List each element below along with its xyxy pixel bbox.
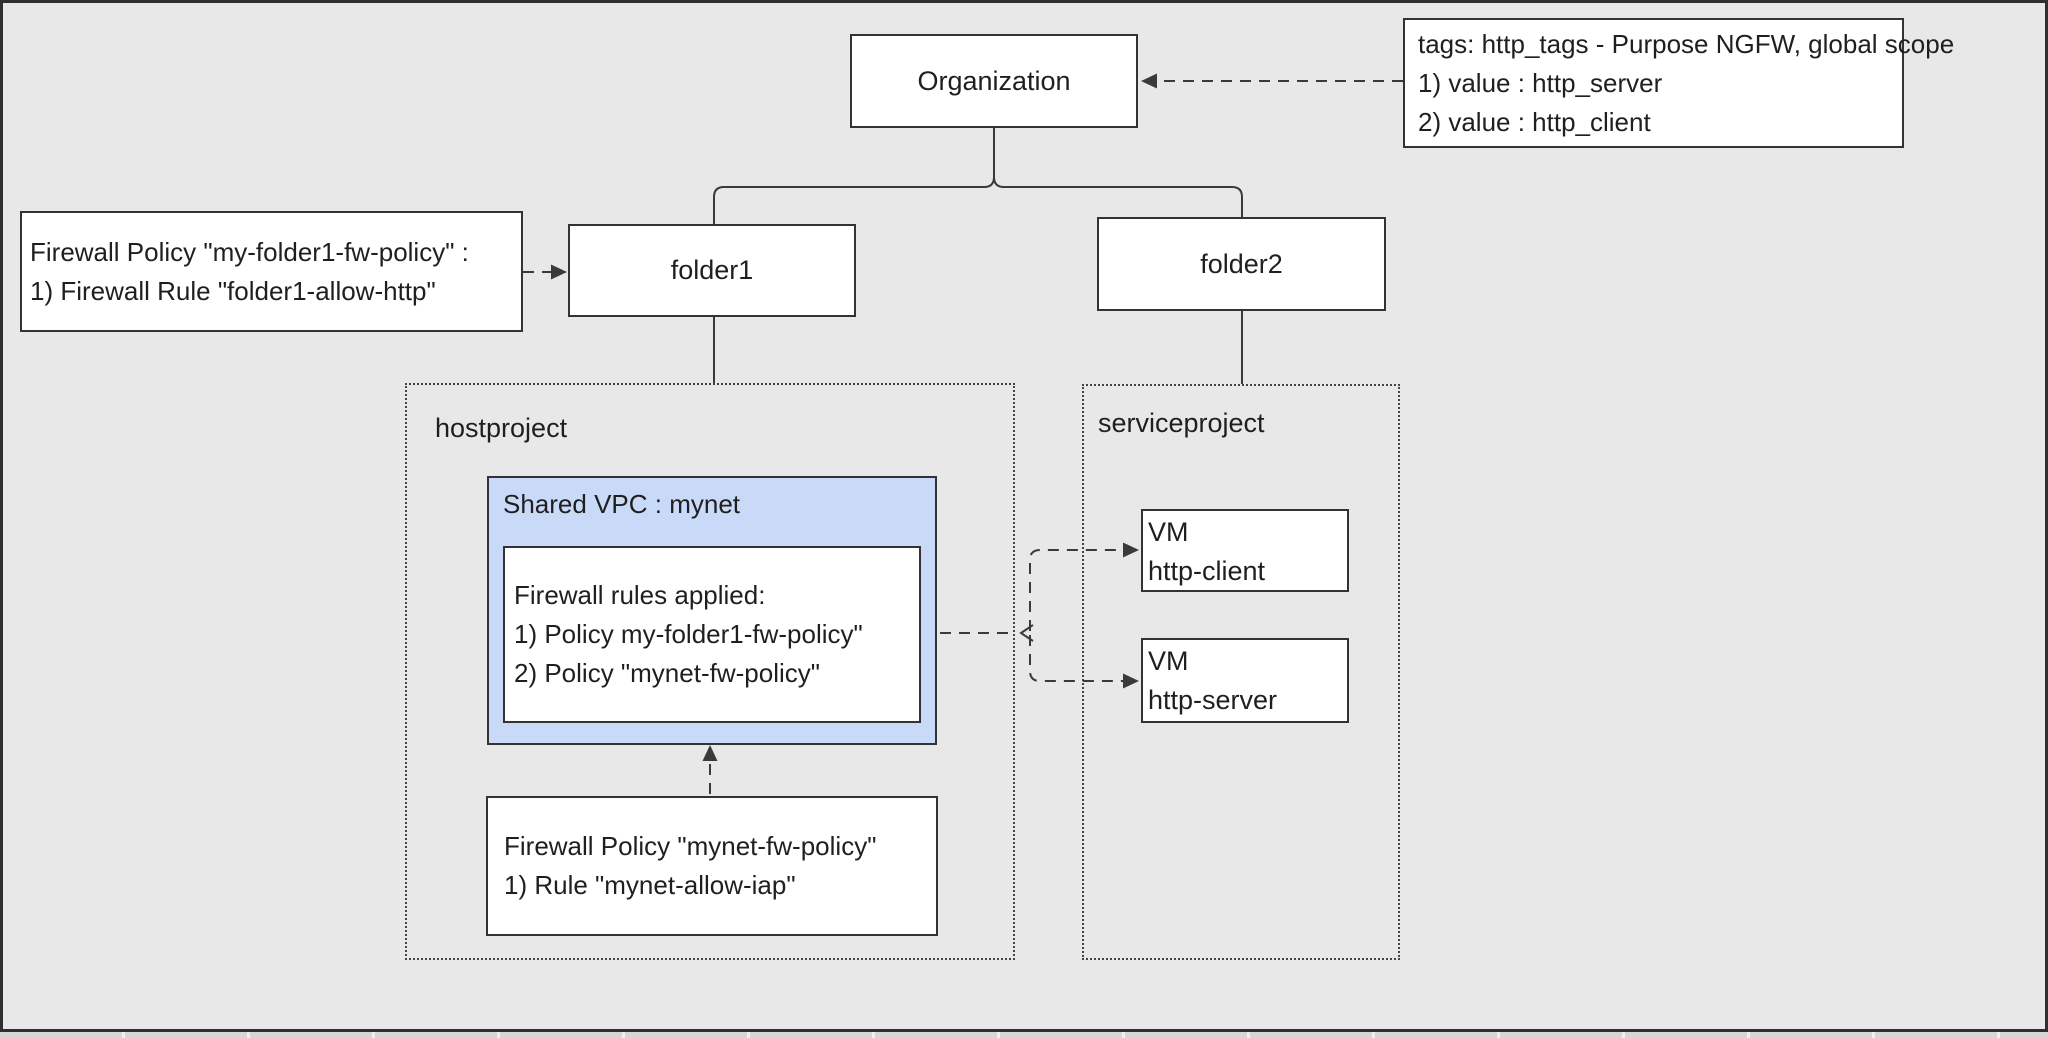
mynet-policy-note: Firewall Policy "mynet-fw-policy" 1) Rul… xyxy=(486,796,938,936)
canvas-edge-strip xyxy=(0,1032,2048,1038)
arrowhead-into-vpc xyxy=(702,745,718,761)
folder2-node: folder2 xyxy=(1097,217,1386,311)
mynet-policy-line: 1) Rule "mynet-allow-iap" xyxy=(504,870,796,900)
tags-note-line: 1) value : http_server xyxy=(1418,67,1663,98)
folder1-policy-line: 1) Firewall Rule "folder1-allow-http" xyxy=(30,275,436,306)
vm-http-client-node: VM http-client xyxy=(1141,509,1349,592)
organization-label: Organization xyxy=(917,65,1071,96)
arrowhead-into-vm-client xyxy=(1123,542,1139,558)
vm-http-client-line: http-client xyxy=(1148,556,1266,586)
arrowhead-into-organization xyxy=(1141,73,1157,89)
firewall-rules-note: Firewall rules applied: 1) Policy my-fol… xyxy=(503,546,921,723)
edge-organization-folder1 xyxy=(713,128,995,224)
shared-vpc-label: Shared VPC : mynet xyxy=(503,489,740,519)
arrowhead-into-folder1 xyxy=(551,264,567,280)
hostproject-label: hostproject xyxy=(435,413,568,443)
vm-http-server-line: VM xyxy=(1148,646,1189,676)
vm-http-server-line: http-server xyxy=(1148,685,1278,715)
serviceproject-label: serviceproject xyxy=(1098,408,1265,438)
edge-junction-vm-server xyxy=(1029,635,1124,682)
vm-http-server-node: VM http-server xyxy=(1141,638,1349,723)
tags-note-line: 2) value : http_client xyxy=(1418,106,1651,137)
serviceproject-container: serviceproject xyxy=(1082,384,1400,960)
folder2-label: folder2 xyxy=(1200,248,1283,279)
edge-organization-folder2 xyxy=(993,128,1243,217)
vm-http-client-line: VM xyxy=(1148,517,1189,547)
organization-node: Organization xyxy=(850,34,1138,128)
firewall-rules-line: Firewall rules applied: xyxy=(514,580,766,610)
folder1-policy-note: Firewall Policy "my-folder1-fw-policy" :… xyxy=(20,211,523,332)
folder1-policy-line: Firewall Policy "my-folder1-fw-policy" : xyxy=(30,236,469,267)
folder1-label: folder1 xyxy=(670,255,754,285)
tags-note: tags: http_tags - Purpose NGFW, global s… xyxy=(1403,18,1955,148)
tags-note-line: tags: http_tags - Purpose NGFW, global s… xyxy=(1418,28,1955,59)
open-arrowhead-junction xyxy=(1019,624,1034,642)
firewall-rules-line: 2) Policy "mynet-fw-policy" xyxy=(514,658,820,688)
mynet-policy-line: Firewall Policy "mynet-fw-policy" xyxy=(504,831,877,861)
hostproject-container: hostproject xyxy=(405,383,1015,960)
firewall-rules-line: 1) Policy my-folder1-fw-policy" xyxy=(514,619,863,649)
arrowhead-into-vm-server xyxy=(1123,673,1139,689)
folder1-node: folder1 xyxy=(568,224,856,317)
edge-junction-vm-client xyxy=(1029,549,1124,631)
